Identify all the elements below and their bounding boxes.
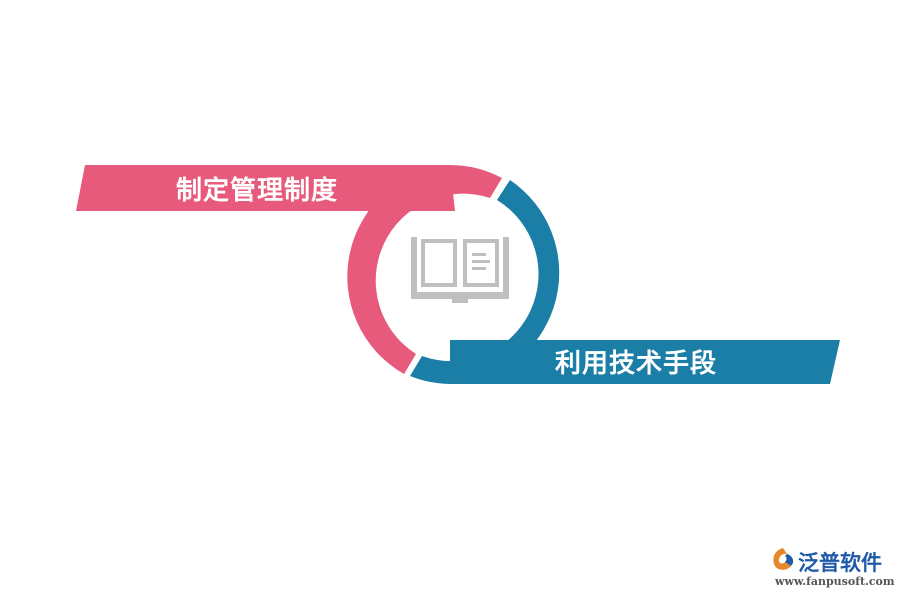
watermark: 泛普软件 www.fanpusoft.com (765, 546, 895, 590)
step-1-banner (76, 165, 455, 211)
step-2-banner (450, 340, 840, 384)
open-book-icon (411, 237, 509, 303)
step-2-shape (410, 180, 840, 384)
fanpu-logo-icon (773, 548, 794, 570)
step-1-label: 制定管理制度 (176, 176, 339, 206)
watermark-url: www.fanpusoft.com (775, 575, 895, 588)
step-1-arc (347, 165, 502, 374)
step-2-label: 利用技术手段 (555, 349, 718, 379)
step-2-arc (410, 180, 560, 384)
step-1-shape (76, 165, 502, 374)
watermark-brand-name: 泛普软件 (798, 551, 882, 575)
